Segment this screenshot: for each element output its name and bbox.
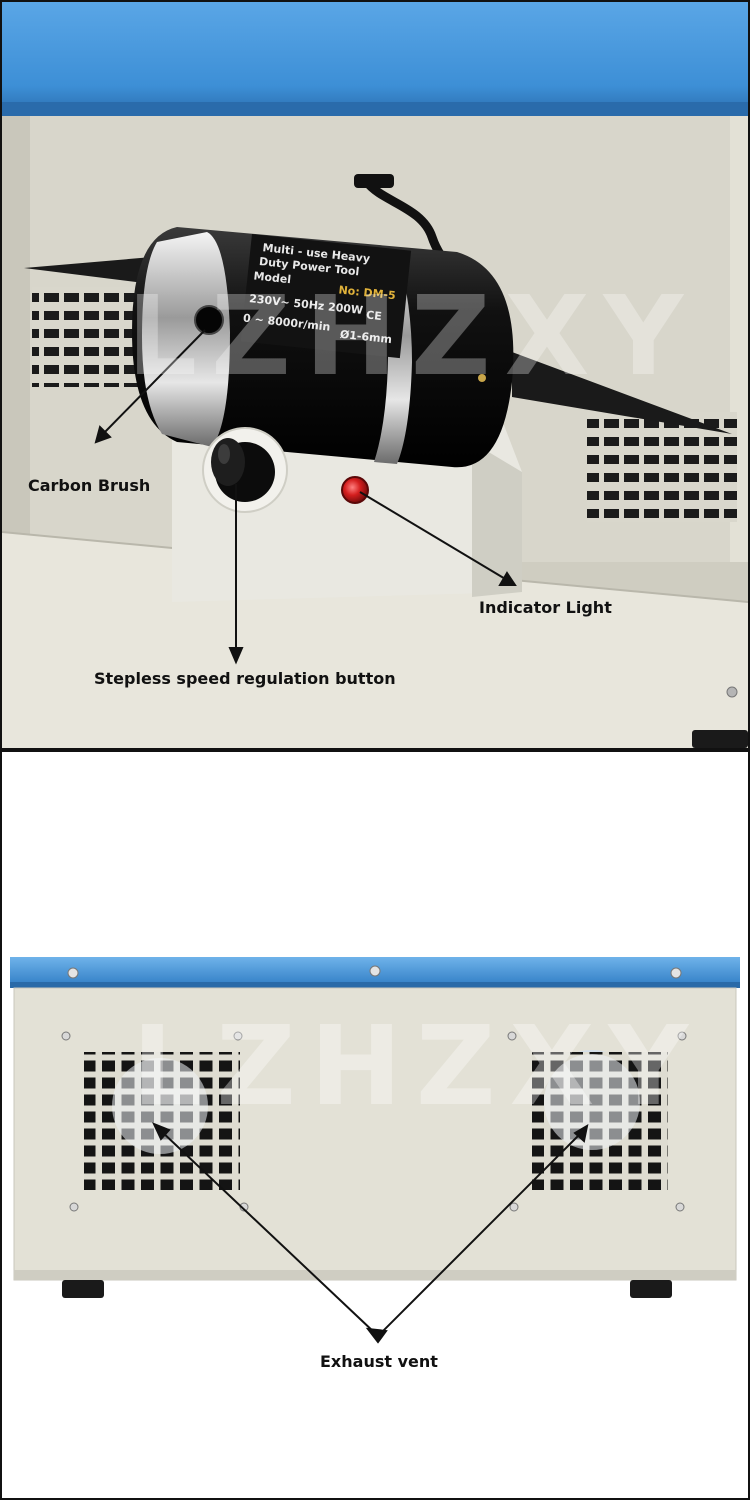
watermark-top: LZHZXY <box>127 272 698 400</box>
callout-exhaust-vent: Exhaust vent <box>320 1352 438 1371</box>
speed-knob <box>202 427 288 513</box>
carbon-brush-cap <box>194 305 224 335</box>
motor-label-line3: Model <box>253 269 292 286</box>
top-panel: Multi - use Heavy Duty Power Tool Model … <box>0 0 750 750</box>
exhaust-vent-left <box>84 1052 240 1190</box>
motor-label: Multi - use Heavy Duty Power Tool Model … <box>240 234 412 359</box>
callout-carbon-brush: Carbon Brush <box>28 476 151 495</box>
foot-right <box>630 1280 672 1298</box>
foot-left <box>62 1280 104 1298</box>
exhaust-vent-right <box>532 1050 668 1190</box>
arrow-exhaust-left <box>159 1129 377 1335</box>
arrow-indicator-light <box>359 491 508 581</box>
ce-mark: CE <box>365 308 382 323</box>
motor-label-model-no: No: DM-5 <box>338 283 396 302</box>
callout-speed-button: Stepless speed regulation button <box>94 669 396 688</box>
machine-rear-illustration <box>10 957 740 1344</box>
motor: Multi - use Heavy Duty Power Tool Model … <box>132 227 514 468</box>
callout-indicator-light: Indicator Light <box>479 598 612 617</box>
bottom-panel: LZHZXY Exhaust vent <box>0 750 750 1500</box>
left-spindle <box>24 257 152 284</box>
indicator-light <box>341 476 369 504</box>
watermark-bottom: LZHZXY <box>132 1002 703 1130</box>
machine-closeup-illustration: Multi - use Heavy Duty Power Tool Model … <box>2 2 748 748</box>
motor-label-line6: Ø1-6mm <box>339 328 392 346</box>
arrow-carbon-brush <box>101 329 206 436</box>
blue-lid <box>2 2 748 116</box>
arrow-exhaust-right <box>379 1131 583 1335</box>
right-spindle <box>512 352 732 434</box>
